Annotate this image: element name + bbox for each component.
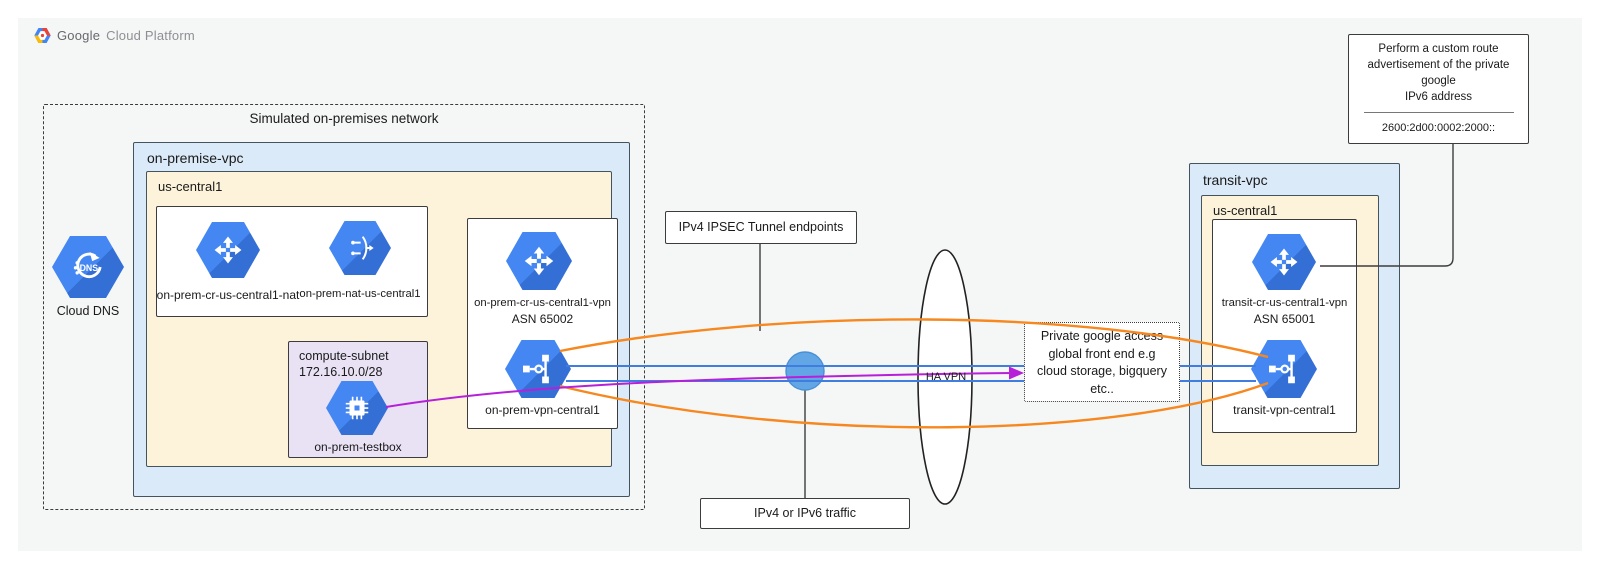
pga-line2: global front end e.g [1048,346,1156,361]
router-glyph [1270,248,1298,276]
brand-name: Google [57,28,101,43]
transit-region-label: us-central1 [1213,203,1278,218]
simulated-onprem-container [43,104,645,510]
cloud-router-nat-icon [196,222,260,278]
pga-line4: etc.. [1090,381,1114,396]
brand-suffix: Cloud Platform [106,28,195,43]
router-glyph [524,246,554,276]
transit-router-label: transit-cr-us-central1-vpn [1221,297,1348,309]
onprem-vpn-router-asn: ASN 65002 [511,312,574,326]
vpn-glyph [523,354,549,384]
transit-vpn-gateway-label: transit-vpn-central1 [1233,403,1336,417]
callout-line3: IPv6 address [1404,91,1473,104]
vpn-glyph [1269,354,1295,384]
callout-line2: advertisement of the private google [1367,59,1510,88]
cloud-dns-label: Cloud DNS [56,304,120,318]
dns-glyph: DNS [73,252,102,279]
nat-gateway-label: on-prem-nat-us-central1 [299,288,421,300]
compute-glyph [345,396,369,420]
subnet-title: compute-subnet [299,349,389,363]
onprem-vpc-label: on-premise-vpc [147,150,244,166]
custom-route-callout: Perform a custom route advertisement of … [1348,34,1529,144]
nat-glyph [351,236,374,260]
gcp-logo-icon [34,28,51,43]
onprem-vpn-router-label: on-prem-cr-us-central1-vpn [474,297,611,309]
compute-engine-icon [326,381,388,435]
private-google-access-box: Private google access global front end e… [1024,322,1180,402]
gcp-logo: Google Cloud Platform [34,28,195,43]
cloud-nat-icon [329,221,391,275]
router-glyph [214,236,242,264]
subnet-cidr: 172.16.10.0/28 [299,365,383,379]
simulated-onprem-title: Simulated on-premises network [249,111,439,126]
onprem-vpn-gateway-label: on-prem-vpn-central1 [485,403,600,417]
testbox-label: on-prem-testbox [314,440,402,454]
nat-router-label: on-prem-cr-us-central1-nat [156,288,300,302]
ha-vpn-label: HA VPN [925,371,967,383]
pga-line1: Private google access [1040,329,1164,343]
callout-line1: Perform a custom route [1378,43,1499,55]
callout-ipv6-value: 2600:2d00:0002:2000:: [1381,122,1496,135]
ipsec-endpoints-label: IPv4 IPSEC Tunnel endpoints [665,211,857,244]
pga-line3: cloud storage, bigquery [1037,364,1167,378]
svg-text:DNS: DNS [80,263,99,273]
transit-vpc-label: transit-vpc [1203,172,1268,188]
transit-router-asn: ASN 65001 [1253,312,1316,326]
onprem-region-label: us-central1 [158,179,223,194]
callout-divider [1363,112,1514,114]
traffic-label: IPv4 or IPv6 traffic [700,498,910,529]
